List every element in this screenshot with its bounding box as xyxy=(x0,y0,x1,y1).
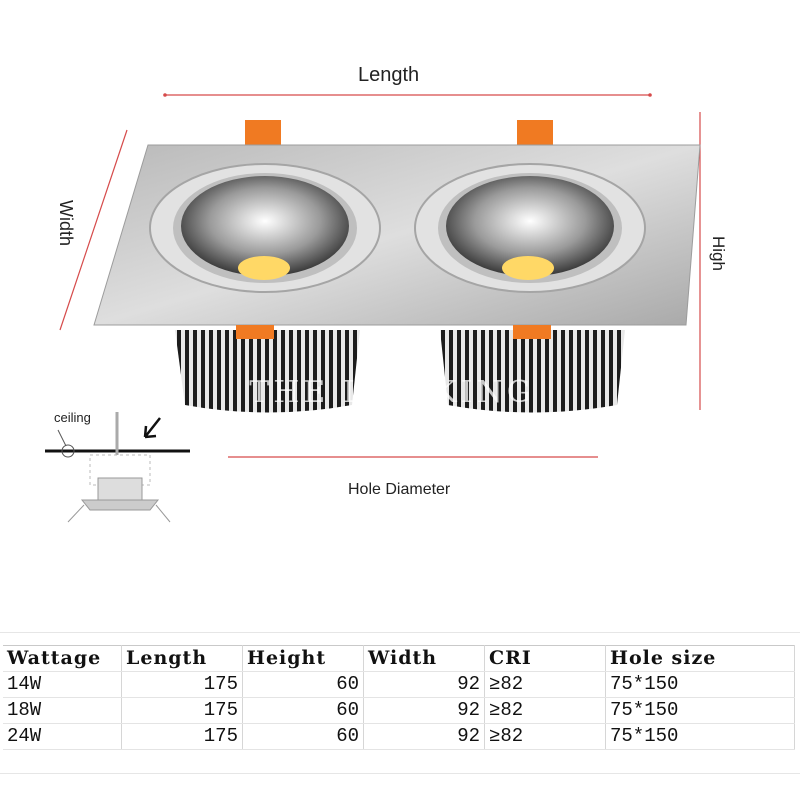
spring-clip xyxy=(236,325,274,339)
spec-table: Wattage Length Height Width CRI Hole siz… xyxy=(3,645,795,750)
high-label: High xyxy=(709,236,728,271)
cell-width: 92 xyxy=(363,697,485,724)
cell-wattage: 18W xyxy=(3,697,122,724)
header-cri: CRI xyxy=(484,645,606,672)
cell-length: 175 xyxy=(121,723,243,750)
cell-hole-size: 75*150 xyxy=(605,723,795,750)
header-width: Width xyxy=(363,645,485,672)
table-row: 18W 175 60 92 ≥82 75*150 xyxy=(3,697,795,724)
led-chip xyxy=(502,256,554,280)
cell-height: 60 xyxy=(242,697,364,724)
cell-cri: ≥82 xyxy=(484,697,606,724)
cell-height: 60 xyxy=(242,723,364,750)
spring-clip xyxy=(517,120,553,148)
cell-width: 92 xyxy=(363,671,485,698)
table-frame xyxy=(0,632,800,774)
width-dimension xyxy=(59,129,128,331)
cell-height: 60 xyxy=(242,671,364,698)
heat-sink xyxy=(175,330,625,413)
header-length: Length xyxy=(121,645,243,672)
lamp-left xyxy=(149,163,381,293)
watermark: THE LED KING xyxy=(249,375,535,410)
cell-cri: ≥82 xyxy=(484,723,606,750)
length-dimension xyxy=(163,93,652,97)
table-row: 14W 175 60 92 ≥82 75*150 xyxy=(3,671,795,698)
width-label: Width xyxy=(56,200,76,247)
cell-wattage: 24W xyxy=(3,723,122,750)
spring-clip xyxy=(513,325,551,339)
cell-cri: ≥82 xyxy=(484,671,606,698)
led-chip xyxy=(238,256,290,280)
table-header-row: Wattage Length Height Width CRI Hole siz… xyxy=(3,645,795,672)
header-height: Height xyxy=(242,645,364,672)
lamp-right xyxy=(414,163,646,293)
product-diagram: THE LED KING xyxy=(45,93,701,523)
table-row: 24W 175 60 92 ≥82 75*150 xyxy=(3,723,795,750)
length-label: Length xyxy=(358,64,420,86)
cell-hole-size: 75*150 xyxy=(605,697,795,724)
header-wattage: Wattage xyxy=(3,645,122,672)
ceiling-install-sketch xyxy=(45,412,190,523)
cell-wattage: 14W xyxy=(3,671,122,698)
cell-hole-size: 75*150 xyxy=(605,671,795,698)
header-hole-size: Hole size xyxy=(605,645,795,672)
cell-width: 92 xyxy=(363,723,485,750)
cell-length: 175 xyxy=(121,671,243,698)
hole-diameter-label: Hole Diameter xyxy=(348,481,451,498)
spring-clip xyxy=(245,120,281,148)
ceiling-label: ceiling xyxy=(54,410,91,425)
cell-length: 175 xyxy=(121,697,243,724)
